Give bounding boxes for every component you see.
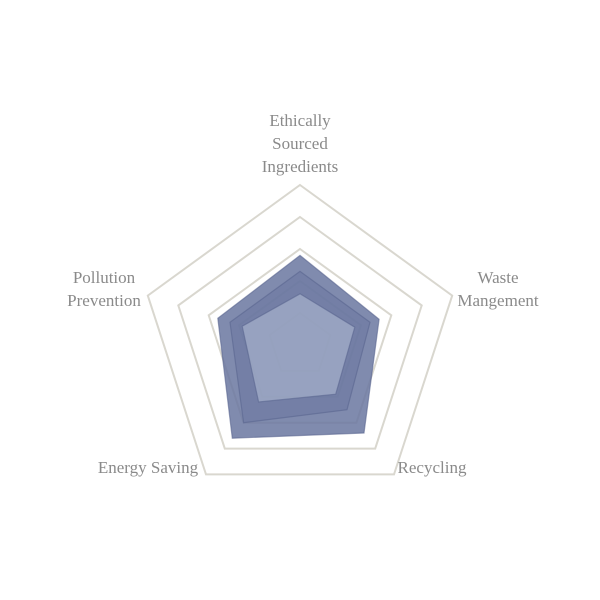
- axis-label-line: Recycling: [398, 458, 467, 477]
- axis-label-line: Ingredients: [262, 157, 338, 176]
- series-area-3: [241, 293, 356, 403]
- axis-label-line: Mangement: [457, 291, 538, 310]
- axis-label-line: Waste: [477, 268, 518, 287]
- axis-label-line: Prevention: [67, 291, 141, 310]
- axis-label-line: Ethically: [269, 111, 331, 130]
- grid-ring-4: [177, 215, 423, 450]
- axis-label-4: Energy Saving: [98, 458, 199, 477]
- axis-label-line: Energy Saving: [98, 458, 199, 477]
- grid-ring-5: [146, 183, 454, 476]
- radar-series: [217, 254, 380, 439]
- axis-label-3: Recycling: [398, 458, 467, 477]
- axis-label-line: Pollution: [73, 268, 136, 287]
- axis-label-line: Sourced: [272, 134, 328, 153]
